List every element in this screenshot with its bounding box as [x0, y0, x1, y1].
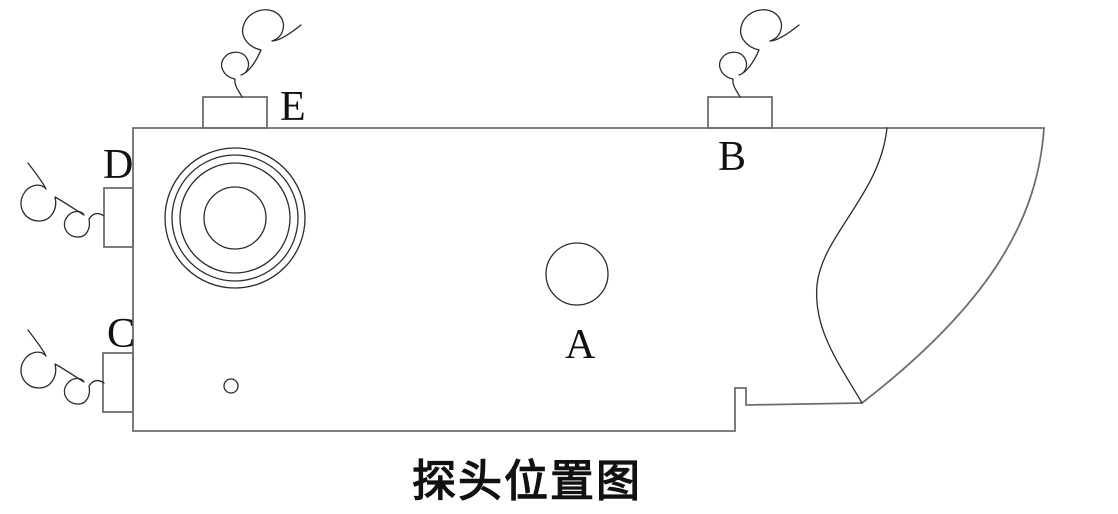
probe-e-label: E — [280, 84, 306, 130]
small-hole — [223, 378, 239, 394]
probe-b-wire — [718, 9, 800, 98]
diagram-title: 探头位置图 — [412, 457, 642, 506]
concentric-rings — [164, 147, 306, 289]
probe-labels-group: E B D C A — [103, 84, 746, 368]
probe-a-label: A — [565, 322, 596, 368]
probe-c-block — [102, 352, 134, 413]
ring-inner — [203, 186, 267, 250]
ring-outer — [164, 147, 306, 289]
probe-d-wire — [20, 162, 105, 238]
probe-b-block — [707, 96, 773, 129]
probe-e-block — [202, 96, 268, 129]
probe-b-label: B — [718, 134, 746, 180]
probe-e-wire — [220, 9, 302, 98]
probe-c-wire — [20, 329, 105, 405]
probe-d-block — [103, 187, 134, 248]
device-outline — [132, 127, 1045, 432]
blade-inner-curve — [815, 127, 888, 404]
ring-third — [179, 162, 291, 274]
probe-c-label: C — [107, 311, 135, 357]
detail-curves-group — [20, 9, 888, 405]
ring-second — [171, 154, 299, 282]
device-body-group — [102, 96, 1045, 432]
probe-d-label: D — [103, 142, 133, 188]
probe-a-hole — [545, 242, 609, 306]
